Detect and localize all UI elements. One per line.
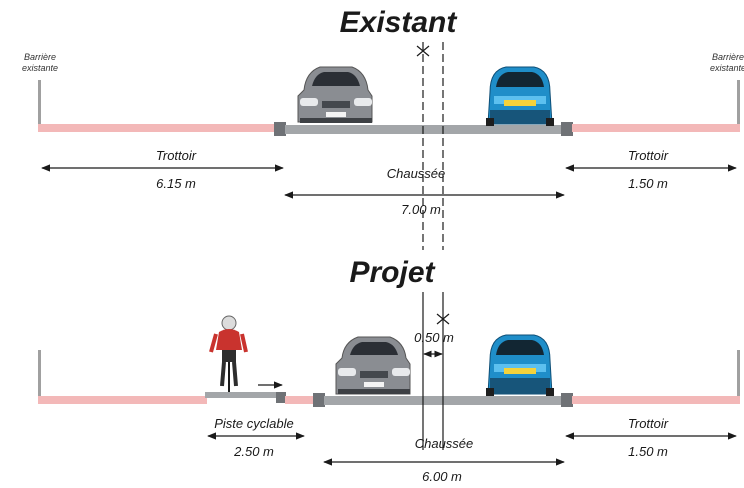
bike-lane-width: 2.50 m xyxy=(233,444,274,459)
existing-barrier-right-label-2: existante xyxy=(710,63,744,73)
project-offset-label: 0.50 m xyxy=(414,330,454,345)
project-car-blue xyxy=(486,334,554,396)
existing-title: Existant xyxy=(340,6,459,39)
project-curb-right xyxy=(561,393,573,407)
existing-roadway-label: Chaussée xyxy=(387,166,446,181)
project-curb-left xyxy=(313,393,325,407)
existing-barrier-left xyxy=(38,80,41,132)
existing-barrier-left-label-2: existante xyxy=(22,63,58,73)
existing-barrier-left-label: Barrière xyxy=(24,52,56,62)
existing-axis-marker-icon xyxy=(416,45,430,57)
project-sidewalk-left xyxy=(38,396,207,404)
cyclist-icon xyxy=(209,315,248,392)
project-sidewalk-right xyxy=(572,396,740,404)
existing-sidewalk-left-width: 6.15 m xyxy=(156,176,196,191)
project-bike-lane xyxy=(205,392,277,398)
project-roadway-width: 6.00 m xyxy=(422,469,462,484)
existing-car-blue xyxy=(486,66,554,126)
bike-lane-label: Piste cyclable xyxy=(214,416,293,431)
existing-barrier-right-label: Barrière xyxy=(712,52,744,62)
existing-sidewalk-left xyxy=(38,124,275,132)
project-sidewalk-right-label: Trottoir xyxy=(628,416,669,431)
existing-car-grey xyxy=(297,66,373,123)
project-barrier-left xyxy=(38,350,41,402)
existing-sidewalk-left-label: Trottoir xyxy=(156,148,197,163)
project-sidewalk-right-width: 1.50 m xyxy=(628,444,668,459)
existing-curb-right xyxy=(561,122,573,136)
project-barrier-right xyxy=(737,350,740,402)
project-car-grey xyxy=(335,336,411,395)
existing-sidewalk-right-label: Trottoir xyxy=(628,148,669,163)
existing-sidewalk-right xyxy=(572,124,740,132)
project-roadway-label: Chaussée xyxy=(415,436,474,451)
project-axis-marker-icon xyxy=(436,313,450,325)
existing-barrier-right xyxy=(737,80,740,132)
existing-curb-left xyxy=(274,122,286,136)
project-bike-lane-edge xyxy=(276,392,286,403)
project-title: Projet xyxy=(349,256,436,289)
project-buffer xyxy=(285,396,315,404)
existing-sidewalk-right-width: 1.50 m xyxy=(628,176,668,191)
existing-roadway-width: 7.00 m xyxy=(401,202,441,217)
